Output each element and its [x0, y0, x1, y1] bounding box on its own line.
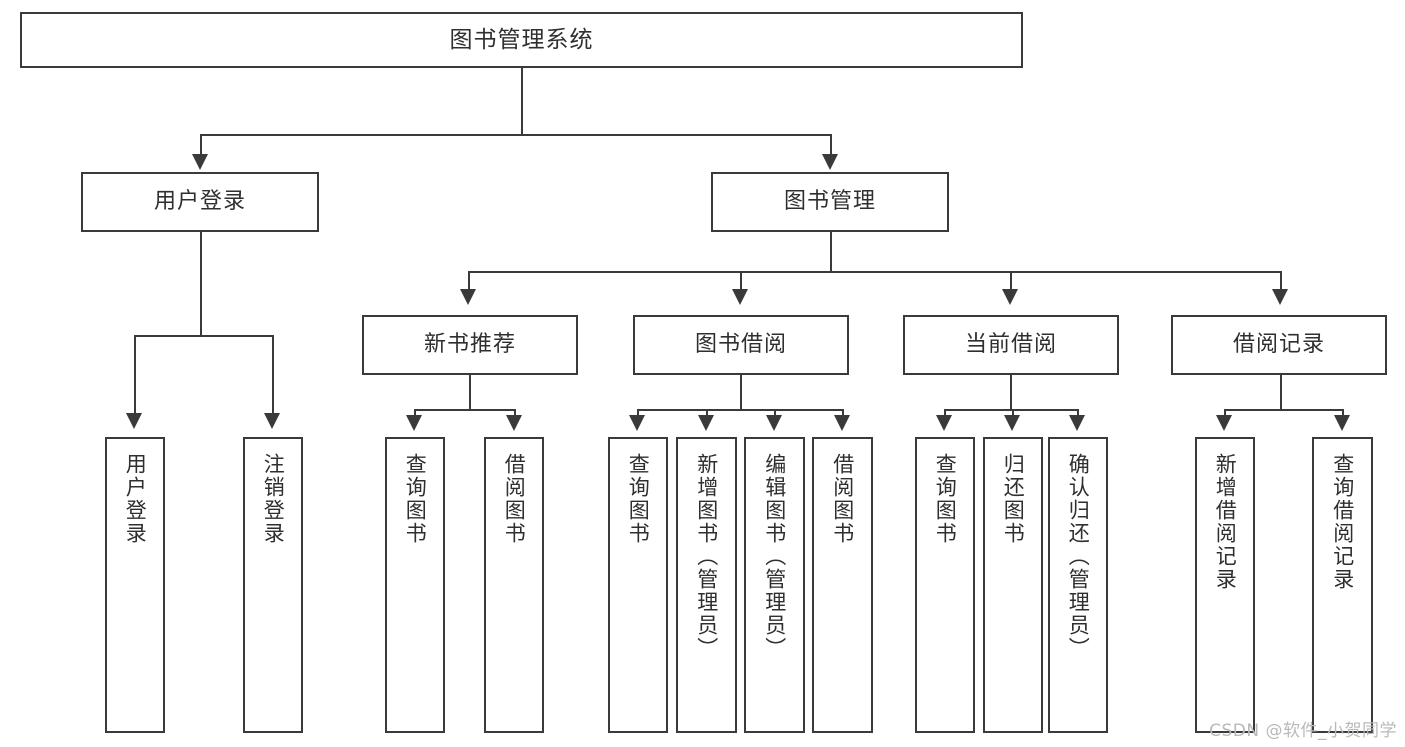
arrow-to-book-manage	[822, 154, 838, 170]
connector-cb-3	[1077, 409, 1079, 417]
connector-bm-to-current-borrow	[1010, 271, 1012, 291]
connector-bm-to-book-borrow	[740, 271, 742, 291]
arrow-to-leaf-user-logout	[264, 413, 280, 429]
csdn-watermark: CSDN @软件_小贺同学	[1209, 721, 1397, 741]
node-label: 查询图书	[403, 453, 428, 545]
node-label: 图书借阅	[694, 332, 787, 358]
connector-new-book-bus	[414, 409, 515, 411]
connector-root-bus	[200, 134, 831, 136]
node-label: 新书推荐	[423, 332, 516, 358]
connector-user-login-stem	[200, 232, 202, 335]
node-book-borrow[interactable]: 图书借阅	[633, 315, 849, 375]
arrow-to-leaf-query-book-borrow	[629, 415, 645, 431]
connector-book-manage-bus	[468, 271, 1280, 273]
connector-bb-2	[706, 409, 708, 417]
node-label: 新增图书（管理员）	[694, 453, 719, 660]
arrow-to-leaf-confirm-return-admin	[1069, 415, 1085, 431]
leaf-query-book-recommend[interactable]: 查询图书	[385, 437, 445, 733]
leaf-query-borrow-record[interactable]: 查询借阅记录	[1312, 437, 1373, 733]
node-label: 注销登录	[261, 453, 286, 545]
leaf-user-logout[interactable]: 注销登录	[243, 437, 303, 733]
connector-user-login-right	[272, 335, 274, 415]
connector-borrow-record-stem	[1280, 375, 1282, 409]
node-label: 查询借阅记录	[1330, 453, 1355, 591]
connector-user-login-left	[134, 335, 136, 415]
arrow-to-leaf-query-book-current	[936, 415, 952, 431]
arrow-to-user-login	[192, 154, 208, 170]
connector-current-borrow-bus	[944, 409, 1078, 411]
leaf-return-book[interactable]: 归还图书	[983, 437, 1043, 733]
node-label: 新增借阅记录	[1213, 453, 1238, 591]
arrow-to-leaf-return-book	[1004, 415, 1020, 431]
leaf-add-borrow-record[interactable]: 新增借阅记录	[1195, 437, 1255, 733]
connector-bm-to-borrow-record	[1280, 271, 1282, 291]
connector-book-manage-stem	[830, 232, 832, 271]
connector-new-book-stem	[469, 375, 471, 409]
leaf-query-book-current[interactable]: 查询图书	[915, 437, 975, 733]
arrow-to-leaf-add-book-admin	[698, 415, 714, 431]
arrow-to-leaf-borrow-book-recommend	[506, 415, 522, 431]
node-label: 查询图书	[933, 453, 958, 545]
leaf-add-book-admin[interactable]: 新增图书（管理员）	[676, 437, 737, 733]
leaf-borrow-book-recommend[interactable]: 借阅图书	[484, 437, 544, 733]
connector-bb-4	[842, 409, 844, 417]
node-label: 用户登录	[123, 453, 148, 545]
connector-borrow-record-bus	[1224, 409, 1342, 411]
arrow-to-borrow-record	[1272, 289, 1288, 305]
connector-nb-left	[414, 409, 416, 417]
node-label: 借阅图书	[830, 453, 855, 545]
node-label: 用户登录	[153, 189, 246, 215]
connector-br-right	[1342, 409, 1344, 417]
connector-root-to-book-manage	[830, 134, 832, 156]
node-label: 归还图书	[1001, 453, 1026, 545]
connector-br-left	[1224, 409, 1226, 417]
connector-root-stem	[521, 68, 523, 134]
node-user-login[interactable]: 用户登录	[81, 172, 319, 232]
connector-book-borrow-bus	[637, 409, 843, 411]
connector-nb-right	[514, 409, 516, 417]
node-label: 查询图书	[626, 453, 651, 545]
node-label: 借阅图书	[502, 453, 527, 545]
connector-cb-2	[1012, 409, 1014, 417]
arrow-to-book-borrow	[732, 289, 748, 305]
node-label: 当前借阅	[964, 332, 1057, 358]
connector-root-to-user-login	[200, 134, 202, 156]
node-current-borrow[interactable]: 当前借阅	[903, 315, 1119, 375]
node-root-book-management-system[interactable]: 图书管理系统	[20, 12, 1023, 68]
connector-user-login-bus	[134, 335, 273, 337]
leaf-user-login[interactable]: 用户登录	[105, 437, 165, 733]
connector-current-borrow-stem	[1010, 375, 1012, 409]
leaf-edit-book-admin[interactable]: 编辑图书（管理员）	[744, 437, 805, 733]
node-book-manage[interactable]: 图书管理	[711, 172, 949, 232]
arrow-to-leaf-borrow-book	[834, 415, 850, 431]
arrow-to-leaf-query-borrow-record	[1334, 415, 1350, 431]
node-label: 图书管理系统	[449, 26, 594, 53]
arrow-to-leaf-add-borrow-record	[1216, 415, 1232, 431]
arrow-to-leaf-user-login	[126, 413, 142, 429]
node-new-book-recommend[interactable]: 新书推荐	[362, 315, 578, 375]
connector-bb-3	[774, 409, 776, 417]
node-label: 借阅记录	[1232, 332, 1325, 358]
node-label: 编辑图书（管理员）	[762, 453, 787, 660]
arrow-to-new-book-recommend	[460, 289, 476, 305]
connector-bm-to-new-book	[468, 271, 470, 291]
connector-cb-1	[944, 409, 946, 417]
node-borrow-record[interactable]: 借阅记录	[1171, 315, 1387, 375]
leaf-confirm-return-admin[interactable]: 确认归还（管理员）	[1048, 437, 1108, 733]
leaf-borrow-book[interactable]: 借阅图书	[812, 437, 873, 733]
arrow-to-current-borrow	[1002, 289, 1018, 305]
arrow-to-leaf-edit-book-admin	[766, 415, 782, 431]
leaf-query-book-borrow[interactable]: 查询图书	[608, 437, 668, 733]
arrow-to-leaf-query-book-recommend	[406, 415, 422, 431]
node-label: 确认归还（管理员）	[1066, 453, 1091, 660]
node-label: 图书管理	[783, 189, 876, 215]
connector-book-borrow-stem	[740, 375, 742, 409]
connector-bb-1	[637, 409, 639, 417]
